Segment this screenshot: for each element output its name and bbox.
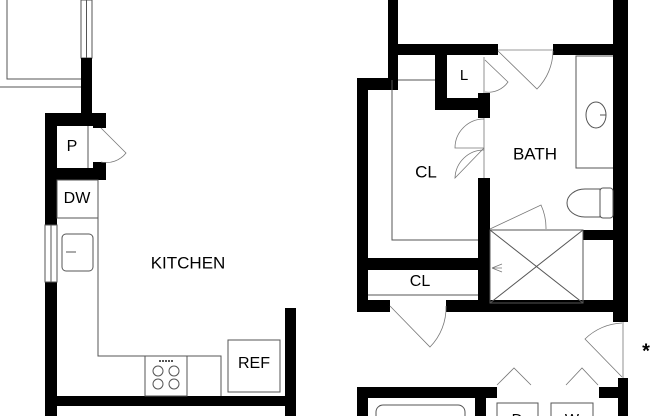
kitchen-walls	[45, 58, 296, 416]
closet-shelf	[391, 80, 478, 241]
counter	[97, 180, 222, 396]
toilet	[566, 187, 614, 219]
bathtub	[375, 404, 466, 416]
refrigerator-label: REF	[238, 355, 270, 372]
shower	[489, 204, 584, 304]
pantry-door[interactable]	[100, 127, 127, 163]
dryer	[496, 402, 539, 416]
closet-door[interactable]	[389, 305, 447, 348]
sink-bath	[585, 101, 607, 129]
dryer-label: D	[512, 411, 523, 416]
laundry-door-right[interactable]	[565, 367, 599, 386]
pantry: P	[67, 126, 89, 168]
closet-double-door[interactable]	[454, 118, 485, 180]
linen-label: L	[460, 67, 468, 84]
pantry-label: P	[67, 138, 78, 155]
linen-door[interactable]	[483, 57, 509, 93]
laundry-door-left[interactable]	[496, 367, 532, 386]
dishwasher-label: DW	[64, 190, 92, 207]
sink	[61, 233, 94, 272]
bath-entry-door[interactable]	[497, 49, 554, 90]
refrigerator	[227, 339, 281, 393]
washer	[550, 402, 594, 416]
kitchen-label: KITCHEN	[151, 253, 226, 272]
washer-label: W	[565, 411, 580, 416]
kitchen-window	[44, 224, 58, 283]
entry-door[interactable]	[584, 322, 624, 378]
laundry-walls	[357, 378, 628, 416]
balcony-outline	[0, 0, 93, 88]
vanity	[575, 55, 613, 169]
marker-asterisk: *	[642, 340, 650, 362]
bath-walls	[357, 0, 628, 322]
closet-label: CL	[415, 162, 437, 181]
bath-label: BATH	[513, 144, 557, 163]
stove	[144, 355, 188, 397]
small-closet-label: CL	[410, 273, 431, 290]
